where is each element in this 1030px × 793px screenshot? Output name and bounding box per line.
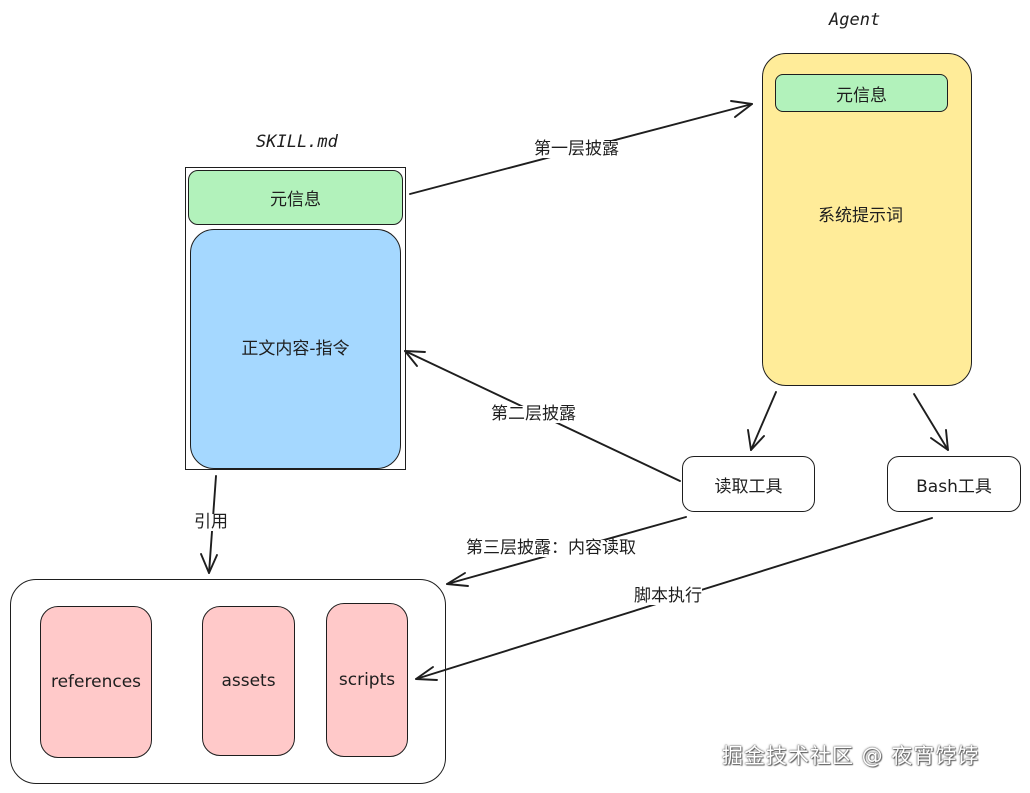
agent-meta-box: 元信息 bbox=[775, 74, 948, 112]
edge-label-layer1: 第一层披露 bbox=[534, 139, 619, 159]
assets-label: assets bbox=[221, 671, 276, 691]
references-box: references bbox=[40, 606, 152, 758]
arrowhead-layer2 bbox=[404, 350, 426, 367]
arrowhead-reference bbox=[200, 553, 218, 574]
skill-title: SKILL.md bbox=[256, 132, 338, 152]
arrow-agent-read bbox=[750, 391, 777, 451]
skill-container bbox=[185, 167, 406, 470]
skill-body-label: 正文内容-指令 bbox=[241, 338, 350, 359]
arrowhead-layer3 bbox=[446, 572, 469, 587]
arrowhead-agent-read bbox=[747, 429, 765, 451]
arrow-agent-bash bbox=[913, 393, 949, 451]
bash-tool-box: Bash工具 bbox=[887, 456, 1021, 512]
skill-meta-box: 元信息 bbox=[188, 170, 403, 225]
skill-meta-label: 元信息 bbox=[270, 190, 321, 210]
scripts-label: scripts bbox=[338, 670, 396, 690]
references-label: references bbox=[50, 672, 142, 692]
assets-box: assets bbox=[202, 606, 295, 756]
arrowhead-agent-bash bbox=[930, 429, 949, 451]
edge-label-script-exec: 脚本执行 bbox=[634, 586, 702, 606]
skill-body-box: 正文内容-指令 bbox=[190, 229, 401, 469]
agent-title: Agent bbox=[829, 10, 881, 30]
edge-label-reference: 引用 bbox=[194, 512, 228, 532]
arrowhead-layer1 bbox=[730, 100, 753, 118]
system-prompt-label: 系统提示词 bbox=[818, 206, 903, 226]
read-tool-label: 读取工具 bbox=[714, 476, 783, 497]
edge-label-layer2: 第二层披露 bbox=[491, 404, 576, 424]
bash-tool-label: Bash工具 bbox=[916, 476, 992, 497]
read-tool-box: 读取工具 bbox=[682, 456, 815, 512]
scripts-box: scripts bbox=[326, 603, 408, 757]
agent-meta-label: 元信息 bbox=[836, 85, 887, 106]
edge-label-layer3: 第三层披露：内容读取 bbox=[466, 538, 636, 558]
watermark-text: 掘金技术社区 @ 夜宵饽饽 bbox=[722, 744, 980, 768]
